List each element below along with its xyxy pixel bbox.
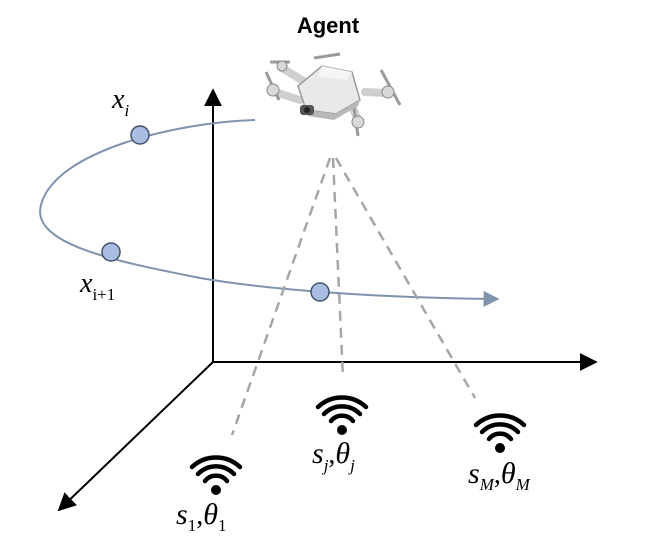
signal-links: [230, 157, 477, 436]
link-to-sensor-j: [331, 157, 345, 379]
waypoint-xi: [130, 125, 150, 145]
wifi-icon: [189, 455, 243, 495]
label-xi: xi: [111, 84, 129, 120]
sensor-M: [473, 413, 527, 453]
label-xi1: xi+1: [79, 268, 115, 304]
sensor-1: [189, 455, 243, 495]
axes: [57, 88, 598, 512]
trajectory-path: [39, 119, 500, 307]
y-axis: [57, 361, 214, 512]
waypoint-current: [310, 282, 330, 302]
agent-title: Agent: [297, 13, 360, 38]
label-sensor-j: sj,θj: [312, 437, 355, 475]
link-to-sensor-1: [230, 157, 332, 436]
link-to-sensor-M: [334, 157, 477, 399]
label-sensor-1: s1,θ1: [176, 498, 226, 535]
sensor-j: [315, 395, 369, 435]
label-sensor-M: sM,θM: [468, 457, 531, 494]
waypoint-xi1: [101, 242, 121, 262]
drone-icon: [264, 52, 402, 137]
wifi-icon: [473, 413, 527, 453]
wifi-icon: [315, 395, 369, 435]
